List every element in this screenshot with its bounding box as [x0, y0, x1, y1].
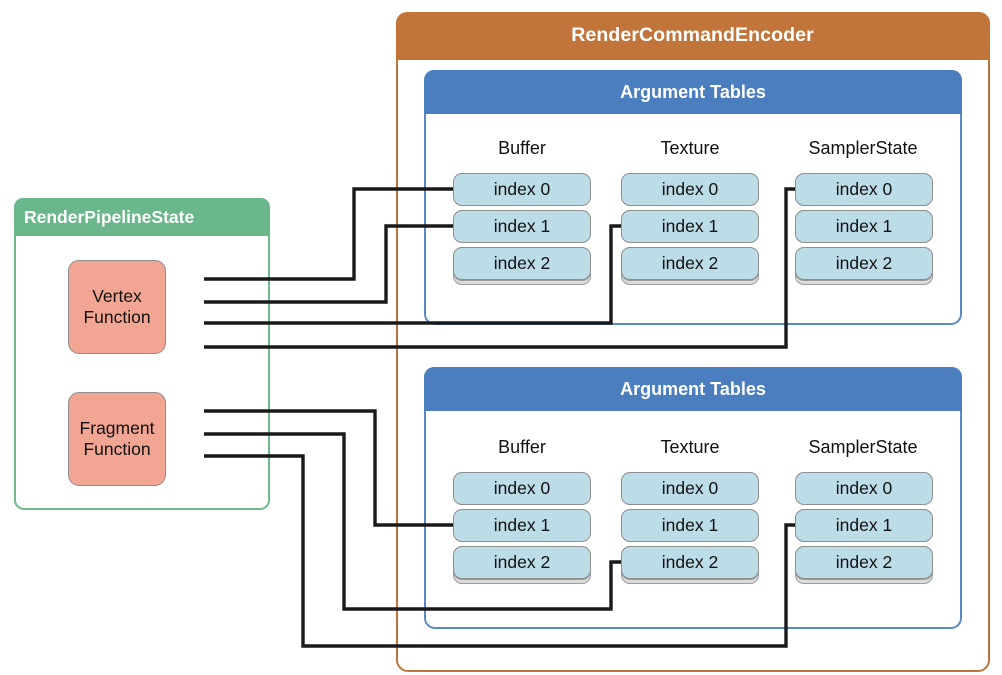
index-item-buffer-1-2[interactable]: index 2: [453, 247, 591, 280]
index-item-buffer-2-0[interactable]: index 0: [453, 472, 591, 505]
argument-tables-group-1: Argument Tables: [424, 70, 962, 325]
column-header-samplerstate-1: SamplerState: [808, 138, 918, 158]
index-item-buffer-2-2[interactable]: index 2: [453, 546, 591, 579]
index-item-samplerstate-1-1[interactable]: index 1: [795, 210, 933, 243]
index-item-texture-2-1[interactable]: index 1: [621, 509, 759, 542]
render-pipeline-state-title: RenderPipelineState: [14, 198, 270, 236]
index-item-samplerstate-2-1[interactable]: index 1: [795, 509, 933, 542]
vertex-function-box[interactable]: Vertex Function: [68, 260, 166, 354]
index-item-texture-2-2[interactable]: index 2: [621, 546, 759, 579]
fragment-function-label-line1: Fragment: [79, 417, 155, 438]
index-item-texture-1-0[interactable]: index 0: [621, 173, 759, 206]
column-header-buffer-1: Buffer: [498, 138, 546, 158]
index-item-texture-2-0[interactable]: index 0: [621, 472, 759, 505]
index-item-samplerstate-1-0[interactable]: index 0: [795, 173, 933, 206]
index-item-buffer-1-1[interactable]: index 1: [453, 210, 591, 243]
column-header-texture-1: Texture: [660, 138, 720, 158]
index-item-samplerstate-2-2[interactable]: index 2: [795, 546, 933, 579]
index-item-samplerstate-1-2[interactable]: index 2: [795, 247, 933, 280]
fragment-function-label-line2: Function: [83, 439, 151, 459]
column-header-samplerstate-2: SamplerState: [808, 437, 918, 457]
index-item-texture-1-1[interactable]: index 1: [621, 210, 759, 243]
index-item-samplerstate-2-0[interactable]: index 0: [795, 472, 933, 505]
vertex-function-label-line2: Function: [83, 307, 151, 327]
render-command-encoder-title: RenderCommandEncoder: [395, 11, 990, 60]
column-header-buffer-2: Buffer: [498, 437, 546, 457]
fragment-function-box[interactable]: Fragment Function: [68, 392, 166, 486]
column-header-texture-2: Texture: [660, 437, 720, 457]
index-item-buffer-2-1[interactable]: index 1: [453, 509, 591, 542]
argument-tables-title-1: Argument Tables: [424, 70, 962, 114]
vertex-function-label-line1: Vertex: [92, 285, 142, 306]
argument-tables-title-2: Argument Tables: [424, 367, 962, 411]
index-item-buffer-1-0[interactable]: index 0: [453, 173, 591, 206]
index-item-texture-1-2[interactable]: index 2: [621, 247, 759, 280]
